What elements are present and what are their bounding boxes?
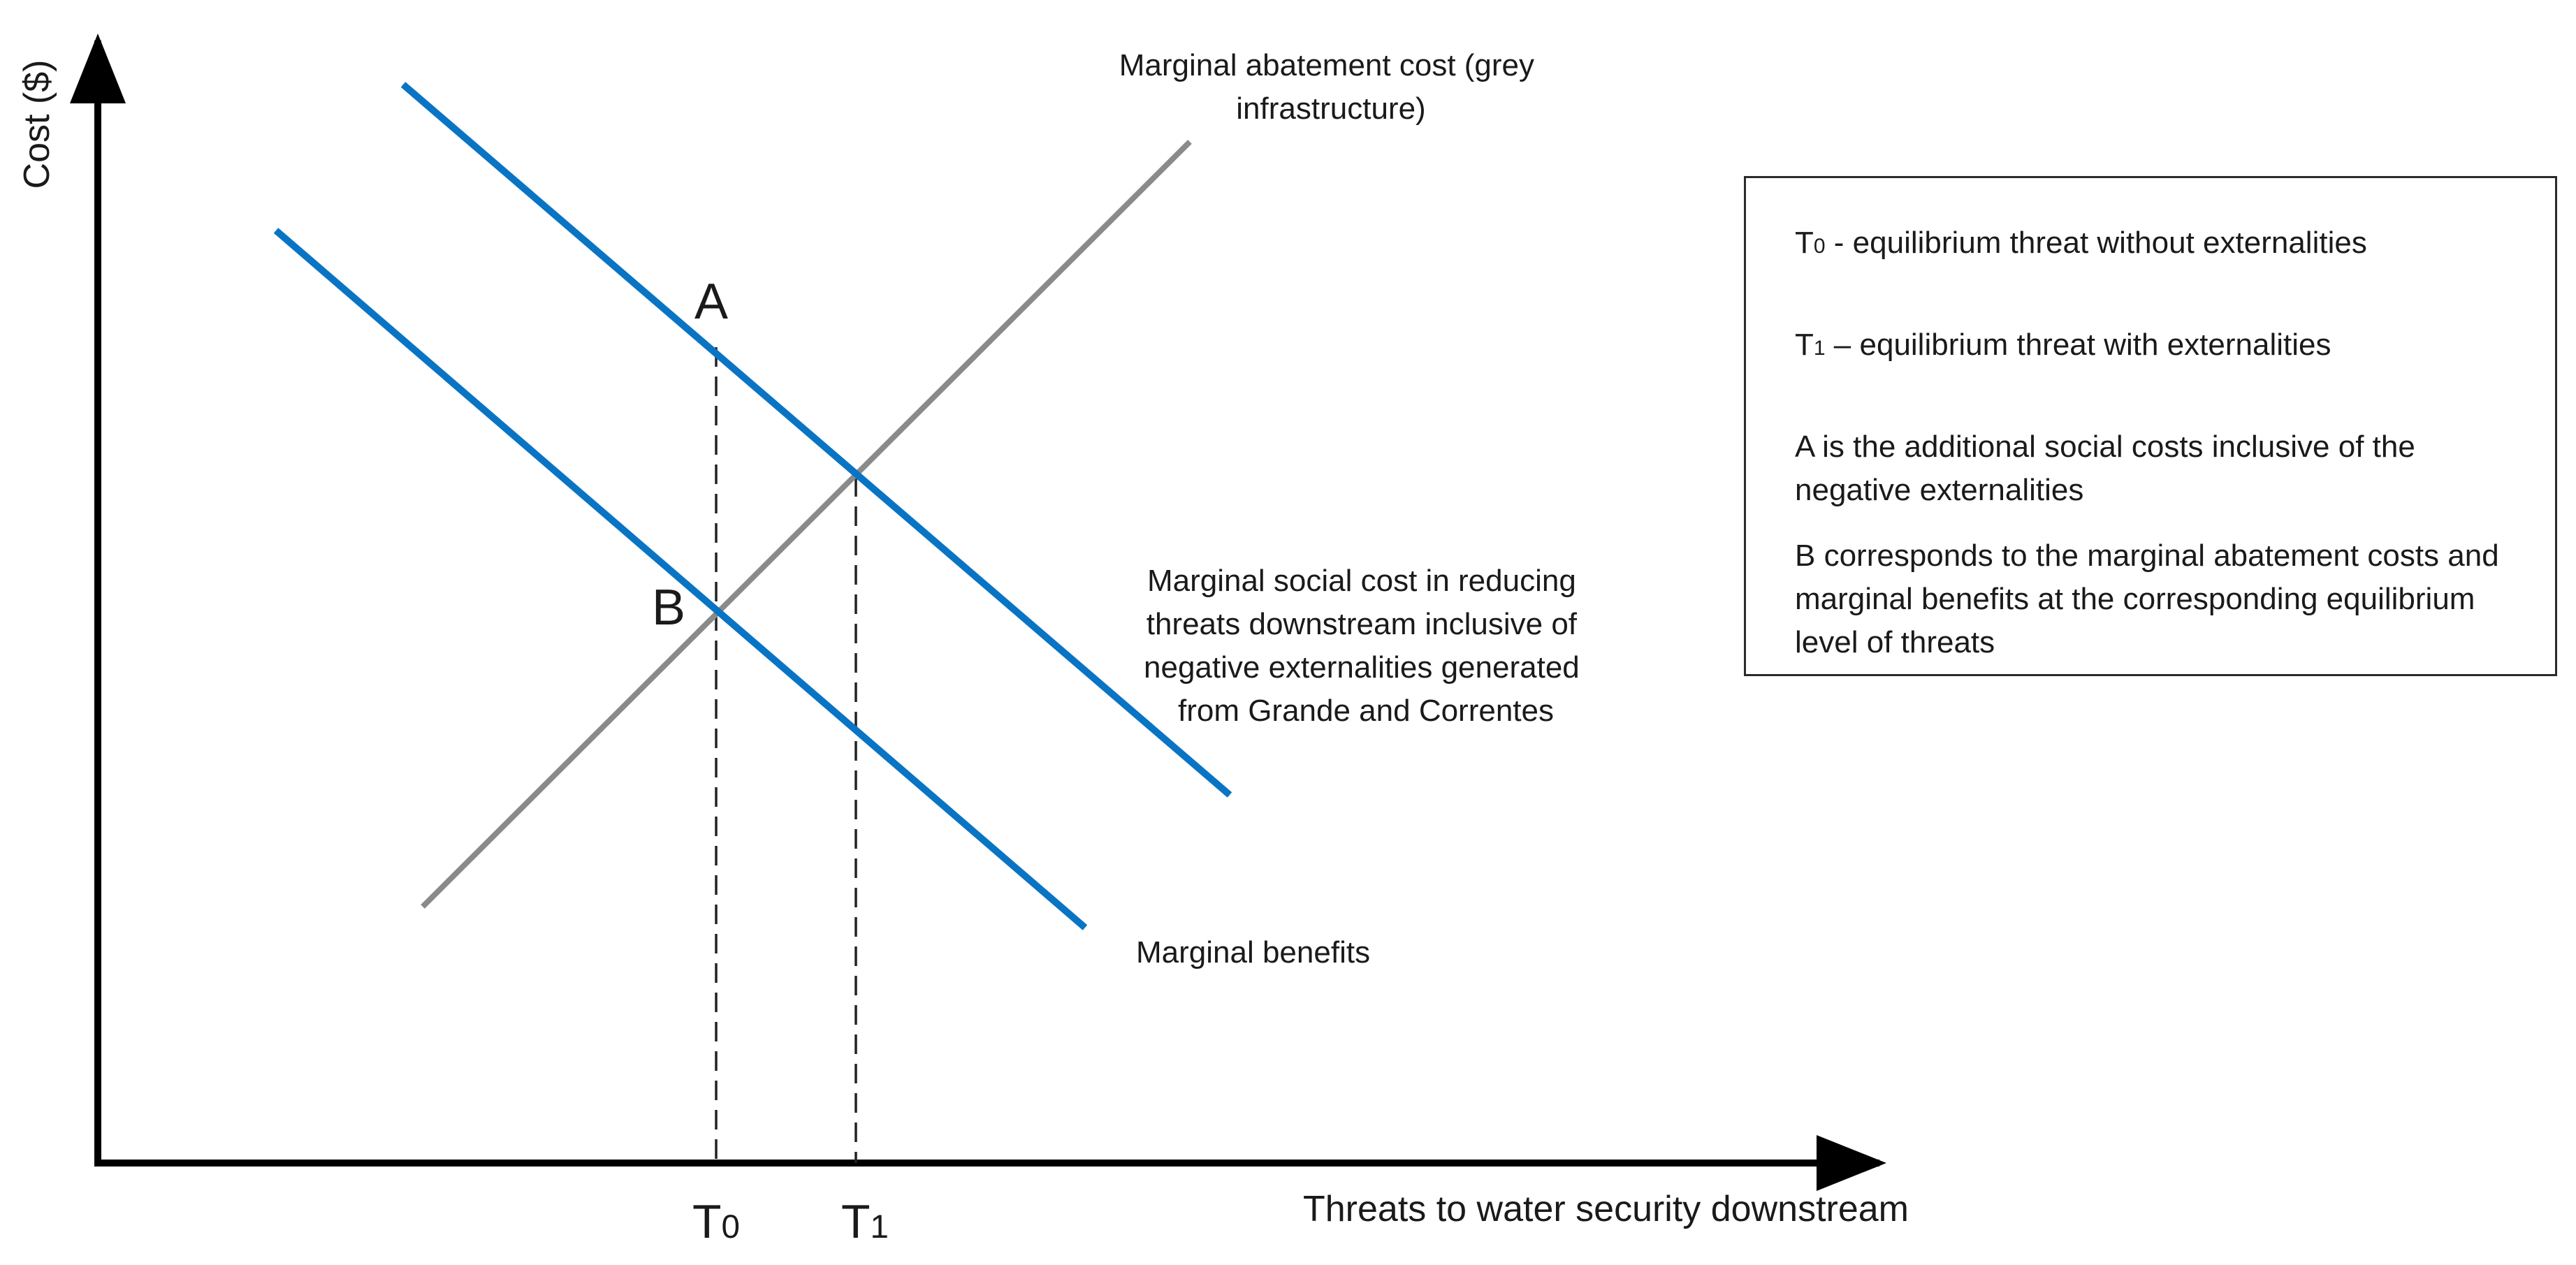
legend-box: T0 - equilibrium threat without external… <box>1744 176 2557 676</box>
mac-label: Marginal abatement cost (grey infrastruc… <box>1119 48 1543 126</box>
tick-t0: T0 <box>692 1195 740 1248</box>
legend-a: A is the additional social costs inclusi… <box>1795 430 2415 507</box>
msc-label: Marginal social cost in reducing threats… <box>1144 564 1588 728</box>
tick-t1: T1 <box>841 1195 889 1248</box>
x-axis-label: Threats to water security downstream <box>1303 1189 1909 1229</box>
y-axis-label: Cost ($) <box>17 60 57 189</box>
legend-t0: T0 - equilibrium threat without external… <box>1795 226 2367 260</box>
legend-b: B corresponds to the marginal abatement … <box>1795 539 2499 659</box>
point-b-label: B <box>652 580 685 636</box>
marginal-social-cost-line <box>400 82 1232 798</box>
marginal-benefits-line <box>273 228 1088 930</box>
mb-label: Marginal benefits <box>1136 935 1370 970</box>
point-a-label: A <box>694 274 728 330</box>
marginal-abatement-cost-line <box>421 140 1192 909</box>
legend-t1: T1 – equilibrium threat with externaliti… <box>1795 328 2331 362</box>
